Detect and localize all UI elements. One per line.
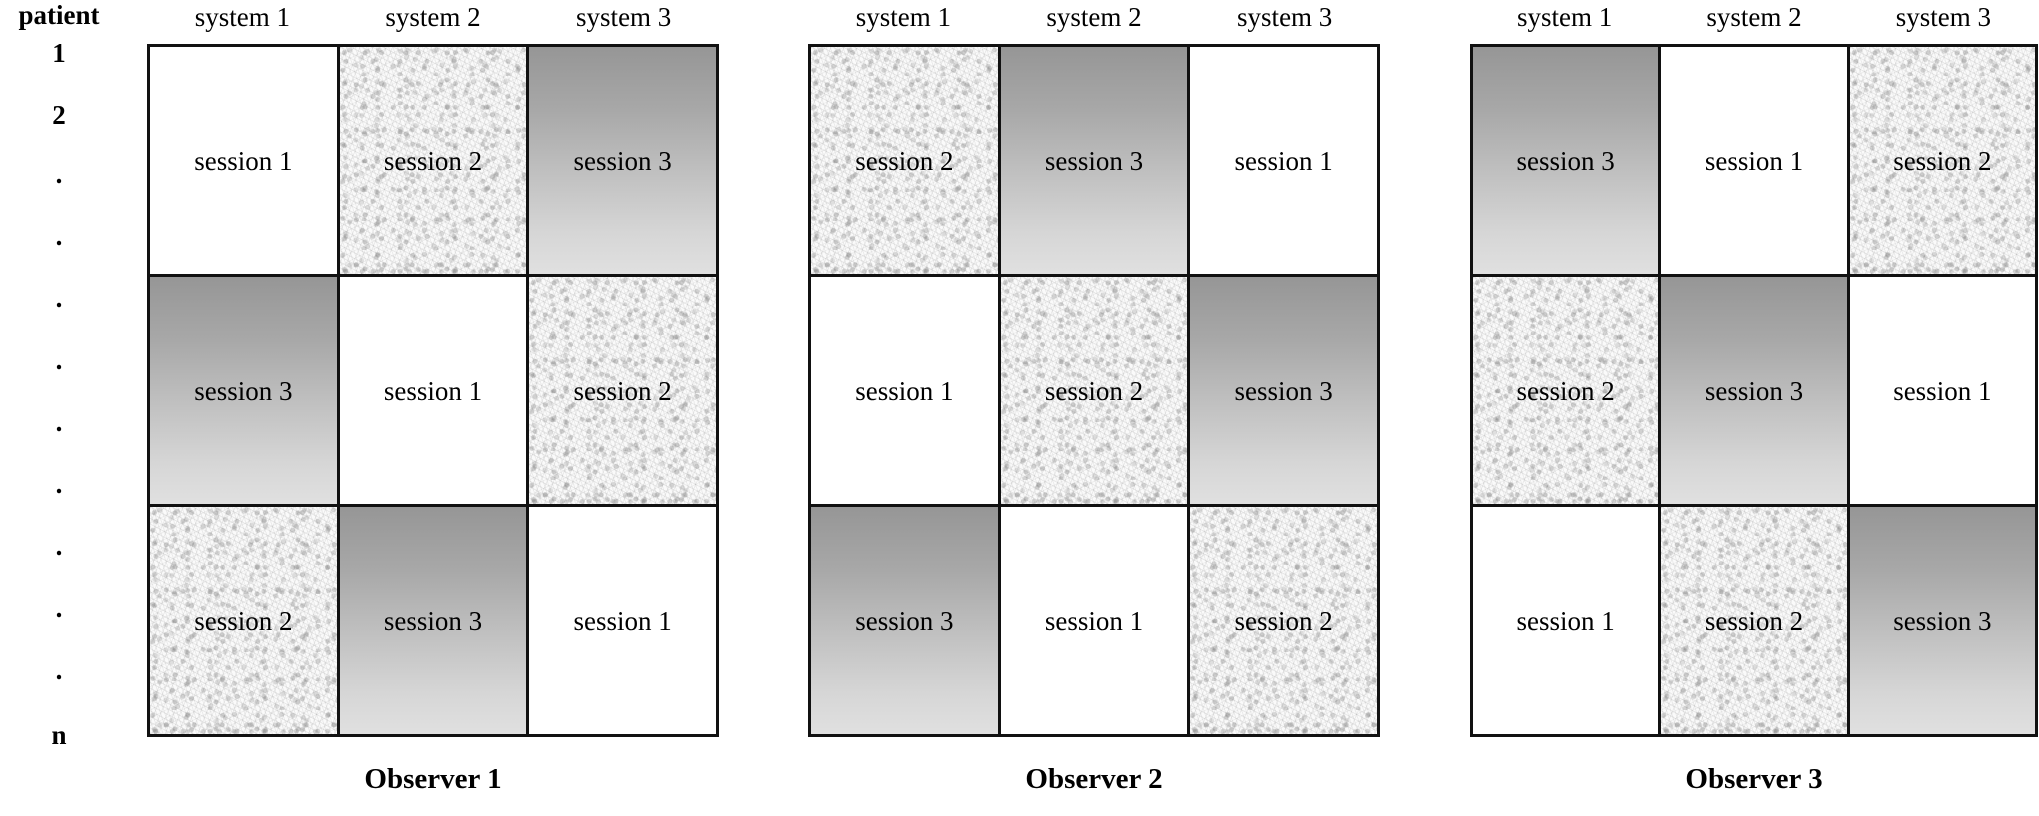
session-cell-label: session 3 [1516,145,1615,176]
session-cell-label: session 2 [1044,375,1144,406]
grid-row: session 1 session 2 session 3 [811,274,1378,504]
session-cell[interactable]: session 2 [1187,507,1378,734]
column-header-system-3: system 3 [1237,2,1333,32]
session-cell-label: session 3 [1044,145,1144,176]
patient-axis-title: patient [18,0,100,30]
patient-axis-ellipsis-dot: . [55,345,63,375]
column-header-system-3: system 3 [576,2,672,32]
patient-axis-ellipsis-dot: . [55,655,63,685]
session-cell[interactable]: session 2 [997,277,1188,504]
patient-axis-ellipsis-dot: . [55,407,63,437]
session-cell[interactable]: session 1 [1187,47,1378,274]
patient-axis-ellipsis-dot: . [55,159,63,189]
patient-axis-ellipsis-dot: . [55,469,63,499]
session-cell-label: session 1 [383,375,483,406]
session-cell[interactable]: session 1 [1473,507,1659,734]
session-cell[interactable]: session 3 [1473,47,1659,274]
grid-row: session 3 session 1 session 2 [150,274,717,504]
session-cell[interactable]: session 3 [336,507,527,734]
session-cell-label: session 1 [573,605,672,636]
session-cell-label: session 1 [1234,145,1333,176]
session-cell[interactable]: session 1 [526,507,717,734]
session-cell-label: session 3 [194,375,293,406]
session-cell[interactable]: session 3 [1846,507,2035,734]
session-cell[interactable]: session 1 [811,277,998,504]
session-cell[interactable]: session 2 [336,47,527,274]
column-header-system-1: system 1 [1517,2,1613,32]
session-cell[interactable]: session 1 [1846,277,2035,504]
session-cell[interactable]: session 2 [811,47,998,274]
patient-axis-tick-1: 1 [52,38,66,68]
column-header-row: system 1 system 2 system 3 [1470,0,2038,44]
session-cell-label: session 3 [855,605,954,636]
session-cell-label: session 3 [1893,605,1992,636]
session-cell[interactable]: session 3 [997,47,1188,274]
session-cell[interactable]: session 3 [150,277,337,504]
session-cell[interactable]: session 3 [526,47,717,274]
session-cell-label: session 1 [1516,605,1615,636]
session-cell[interactable]: session 1 [997,507,1188,734]
patient-axis-ellipsis-dot: . [55,221,63,251]
grid-row: session 3 session 1 session 2 [1473,47,2035,274]
session-cell-label: session 3 [383,605,483,636]
session-cell-label: session 1 [1044,605,1144,636]
column-header-system-1: system 1 [194,2,290,32]
observer-caption-2: Observer 2 [1025,763,1163,795]
session-cell[interactable]: session 1 [150,47,337,274]
session-cell[interactable]: session 3 [811,507,998,734]
patient-axis-tick-2: 2 [52,100,66,130]
column-header-row: system 1 system 2 system 3 [808,0,1380,44]
observer-caption-3: Observer 3 [1685,763,1823,795]
session-cell[interactable]: session 1 [336,277,527,504]
grid-row: session 2 session 3 session 1 [150,504,717,734]
grid-row: session 2 session 3 session 1 [1473,274,2035,504]
patient-axis-ellipsis-dot: . [55,531,63,561]
session-cell[interactable]: session 2 [150,507,337,734]
session-cell[interactable]: session 1 [1658,47,1847,274]
session-cell-label: session 1 [1893,375,1992,406]
patient-axis-ellipsis-dot: . [55,593,63,623]
grid-row: session 1 session 2 session 3 [1473,504,2035,734]
observer-caption-1: Observer 1 [364,763,502,795]
session-cell-label: session 2 [1893,145,1992,176]
session-cell-label: session 2 [383,145,483,176]
grid-row: session 1 session 2 session 3 [150,47,717,274]
column-header-system-2: system 2 [1706,2,1802,32]
session-cell[interactable]: session 2 [1846,47,2035,274]
session-cell-label: session 1 [194,145,293,176]
grid-row: session 3 session 1 session 2 [811,504,1378,734]
session-cell-label: session 2 [1234,605,1333,636]
session-cell-label: session 1 [855,375,954,406]
column-header-system-3: system 3 [1895,2,1991,32]
session-cell-label: session 3 [1234,375,1333,406]
column-header-row: system 1 system 2 system 3 [147,0,719,44]
column-header-system-2: system 2 [385,2,481,32]
session-cell-label: session 1 [1704,145,1804,176]
session-cell[interactable]: session 3 [1187,277,1378,504]
patient-axis: patient 1 2......... n [0,0,140,749]
patient-axis-ellipsis-dot: . [55,283,63,313]
session-cell-label: session 3 [1704,375,1804,406]
column-header-system-1: system 1 [855,2,951,32]
session-cell-label: session 3 [573,145,672,176]
session-cell-label: session 2 [194,605,293,636]
column-header-system-2: system 2 [1046,2,1142,32]
session-cell-label: session 2 [573,375,672,406]
session-cell[interactable]: session 3 [1658,277,1847,504]
session-cell-label: session 2 [1704,605,1804,636]
session-cell[interactable]: session 2 [526,277,717,504]
patient-axis-tick-n: n [51,720,67,750]
session-cell-label: session 2 [1516,375,1615,406]
session-cell[interactable]: session 2 [1473,277,1659,504]
grid-row: session 2 session 3 session 1 [811,47,1378,274]
session-cell-label: session 2 [855,145,954,176]
session-cell[interactable]: session 2 [1658,507,1847,734]
